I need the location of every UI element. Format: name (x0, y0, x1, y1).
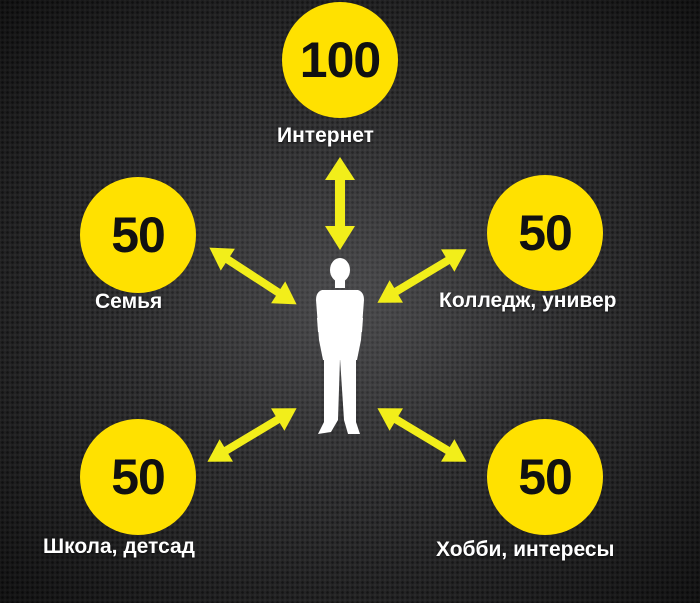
arrow-school-icon (207, 408, 297, 462)
college-label: Колледж, универ (439, 289, 617, 312)
hobby-label: Хобби, интересы (436, 538, 615, 561)
arrow-college-icon (377, 249, 467, 303)
internet-value-bubble: 100 (282, 2, 398, 118)
arrow-hobby-icon (377, 408, 467, 462)
school-value-bubble: 50 (80, 419, 196, 535)
family-label: Семья (95, 290, 163, 313)
arrow-family-icon (209, 247, 297, 305)
college-value-bubble: 50 (487, 175, 603, 291)
internet-label: Интернет (277, 124, 374, 147)
school-label: Школа, детсад (43, 535, 196, 558)
family-value-bubble: 50 (80, 177, 196, 293)
arrow-internet-icon (325, 157, 355, 250)
hobby-value-bubble: 50 (487, 419, 603, 535)
